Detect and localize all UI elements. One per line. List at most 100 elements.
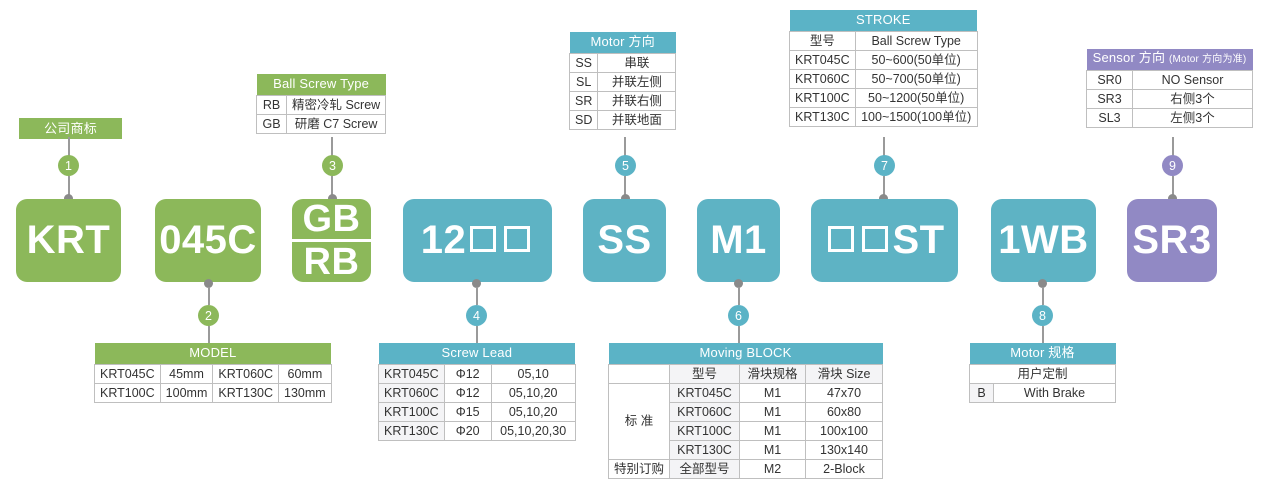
badge-2: 2 xyxy=(198,305,219,326)
connector-dot-6 xyxy=(734,279,743,288)
cell: KRT100C xyxy=(789,87,856,108)
cell: Φ15 xyxy=(443,401,492,422)
code-block-model[interactable]: 045C xyxy=(155,199,261,282)
cell: 精密冷轧 Screw xyxy=(285,94,387,115)
connector-line-7 xyxy=(883,137,885,156)
group-label-special: 特别订购 xyxy=(607,458,671,479)
badge-1: 1 xyxy=(58,155,79,176)
stroke-title: STROKE xyxy=(789,10,978,31)
company-title: 公司商标 xyxy=(19,118,122,139)
cell: 100mm xyxy=(159,382,214,403)
cell: KRT060C xyxy=(789,68,856,89)
motor-direction-table: Motor 方向 SS 串联 SL 并联左侧 SR 并联右侧 SD 并联地面 xyxy=(568,32,677,130)
cell: Φ12 xyxy=(443,363,492,384)
cell: 全部型号 xyxy=(669,458,741,479)
cell: KRT130C xyxy=(212,382,280,403)
connector-dot-8 xyxy=(1038,279,1047,288)
badge-8: 8 xyxy=(1032,305,1053,326)
cell: KRT100C xyxy=(669,420,741,441)
cell: 研磨 C7 Screw xyxy=(285,113,387,134)
cell: 130x140 xyxy=(805,439,884,460)
code-block-screw-type-rb: RB xyxy=(303,241,360,283)
model-table: MODEL KRT045C 45mm KRT060C 60mm KRT100C … xyxy=(94,343,332,403)
cell: 左侧3个 xyxy=(1132,107,1253,128)
code-block-screw-type[interactable]: GB RB xyxy=(292,199,371,282)
code-block-stroke-suffix: ST xyxy=(892,218,945,262)
connector-dot-2 xyxy=(204,279,213,288)
cell: 50~1200(50单位) xyxy=(854,87,978,108)
code-block-screw-type-gb: GB xyxy=(292,199,371,242)
code-block-moving-block[interactable]: M1 xyxy=(697,199,780,282)
cell: 100~1500(100单位) xyxy=(854,106,978,127)
badge-4: 4 xyxy=(466,305,487,326)
connector-line-4b xyxy=(476,326,478,343)
cell: M1 xyxy=(739,420,807,441)
code-block-krt[interactable]: KRT xyxy=(16,199,121,282)
cell: 60x80 xyxy=(805,401,884,422)
cell: 串联 xyxy=(597,52,677,73)
connector-line-6 xyxy=(738,287,740,305)
badge-6: 6 xyxy=(728,305,749,326)
cell: SL xyxy=(568,71,599,92)
cell: KRT130C xyxy=(378,420,445,441)
cell: 并联右侧 xyxy=(597,90,677,111)
connector-line-5 xyxy=(624,137,626,156)
cell: M2 xyxy=(739,458,807,479)
connector-dot-4 xyxy=(472,279,481,288)
code-block-lead-prefix: 12 xyxy=(420,218,467,262)
code-block-stroke[interactable]: ST xyxy=(811,199,958,282)
connector-line-7b xyxy=(883,176,885,197)
moving-block-title: Moving BLOCK xyxy=(608,343,883,364)
motor-dir-title: Motor 方向 xyxy=(569,32,676,53)
code-block-screw-lead[interactable]: 12 xyxy=(403,199,552,282)
group-label-standard: 标 准 xyxy=(607,382,671,460)
cell: KRT060C xyxy=(212,363,280,384)
model-title: MODEL xyxy=(94,343,332,364)
cell: GB xyxy=(256,113,287,134)
cell: SD xyxy=(568,109,599,130)
connector-dot-3 xyxy=(328,194,337,203)
cell: 100x100 xyxy=(805,420,884,441)
column-header: 型号 xyxy=(789,30,856,51)
sensor-direction-table: Sensor 方向 (Motor 方向为准) SR0 NO Sensor SR3… xyxy=(1086,49,1253,128)
cell: KRT045C xyxy=(669,382,741,403)
cell: 05,10,20 xyxy=(490,382,576,403)
cell: 60mm xyxy=(278,363,332,384)
connector-line-2 xyxy=(208,287,210,305)
code-block-sensor[interactable]: SR3 xyxy=(1127,199,1217,282)
connector-line-5b xyxy=(624,176,626,197)
moving-block-table: Moving BLOCK 型号 滑块规格 滑块 Size 标 准 KRT045C… xyxy=(607,343,884,479)
column-header: Ball Screw Type xyxy=(854,30,978,51)
cell: Φ12 xyxy=(443,382,492,403)
cell: RB xyxy=(256,94,287,115)
stroke-table: STROKE 型号 Ball Screw Type KRT045C 50~600… xyxy=(789,10,978,127)
cell: Φ20 xyxy=(443,420,492,441)
sensor-title: Sensor 方向 (Motor 方向为准) xyxy=(1086,49,1253,70)
cell: 用户定制 xyxy=(969,363,1116,384)
cell: 47x70 xyxy=(805,382,884,403)
column-header: 型号 xyxy=(669,363,741,384)
company-logo-table: 公司商标 xyxy=(19,118,122,139)
cell: KRT060C xyxy=(669,401,741,422)
cell: SL3 xyxy=(1086,107,1133,128)
connector-line-3b xyxy=(331,176,333,197)
placeholder-square-icon xyxy=(862,225,889,252)
connector-line-2b xyxy=(208,326,210,343)
placeholder-square-icon xyxy=(470,225,497,252)
cell: M1 xyxy=(739,401,807,422)
cell: 并联地面 xyxy=(597,109,677,130)
code-block-motor-direction[interactable]: SS xyxy=(583,199,666,282)
placeholder-square-icon xyxy=(504,225,531,252)
cell: KRT130C xyxy=(669,439,741,460)
badge-7: 7 xyxy=(874,155,895,176)
cell: KRT045C xyxy=(94,363,161,384)
connector-dot-5 xyxy=(621,194,630,203)
code-block-motor-spec[interactable]: 1WB xyxy=(991,199,1096,282)
cell: KRT100C xyxy=(94,382,161,403)
connector-line-1b xyxy=(68,176,70,197)
cell: NO Sensor xyxy=(1132,69,1253,90)
cell-empty xyxy=(607,363,671,383)
cell: SS xyxy=(568,52,599,73)
connector-line-4 xyxy=(476,287,478,305)
cell: KRT100C xyxy=(378,401,445,422)
